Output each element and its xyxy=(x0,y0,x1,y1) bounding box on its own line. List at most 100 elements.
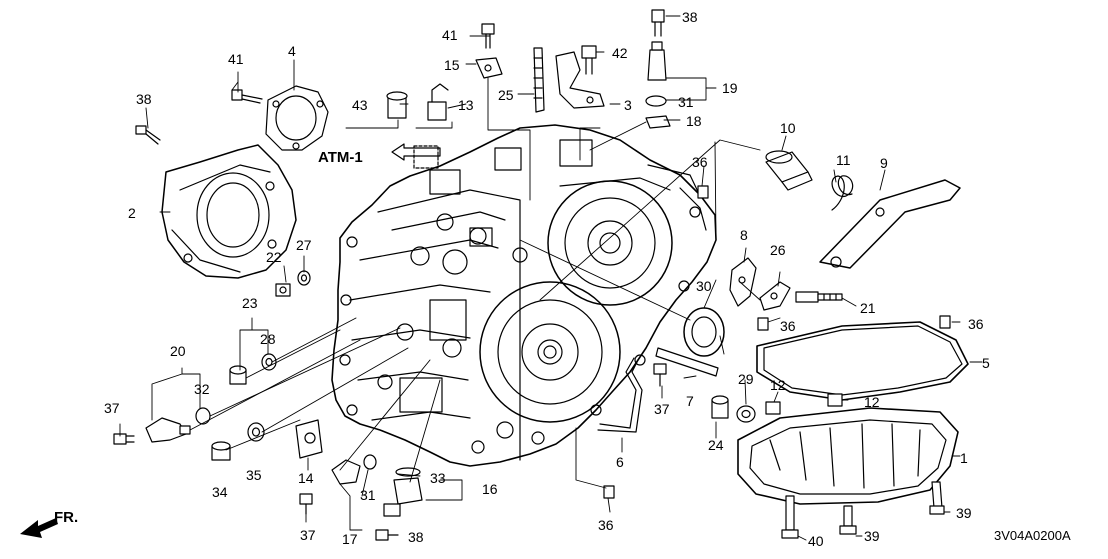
part-18-clip xyxy=(645,115,671,129)
callout-24: 24 xyxy=(708,437,724,453)
callout-1: 1 xyxy=(960,450,968,466)
part-2-side-cover xyxy=(161,144,297,279)
callout-4: 4 xyxy=(288,43,296,59)
callout-36d: 36 xyxy=(598,517,614,533)
part-1-oil-pan xyxy=(737,407,959,505)
callout-17: 17 xyxy=(342,531,358,547)
part-28-washer xyxy=(261,353,277,371)
atm-1-reference[interactable]: ATM-1 xyxy=(318,143,441,169)
part-37a-bolt xyxy=(113,433,135,445)
callout-27: 27 xyxy=(296,237,312,253)
part-27-washer xyxy=(297,270,311,286)
part-26-plate xyxy=(759,281,791,311)
part-43-breather xyxy=(386,91,408,119)
part-21-bolt xyxy=(795,291,843,303)
part-39a-bolt xyxy=(929,481,945,515)
callout-15: 15 xyxy=(444,57,460,73)
part-14-label xyxy=(295,419,323,459)
callout-42: 42 xyxy=(612,45,628,61)
part-36-dowel-pins xyxy=(603,185,951,499)
part-38a-bolt xyxy=(135,125,161,145)
callout-38a: 38 xyxy=(136,91,152,107)
callout-37a: 37 xyxy=(104,400,120,416)
part-12b-clip xyxy=(827,393,843,407)
callout-12b: 12 xyxy=(864,394,880,410)
callout-21: 21 xyxy=(860,300,876,316)
part-22-bolt xyxy=(275,283,291,297)
callout-36a: 36 xyxy=(692,154,708,170)
part-32-o-ring xyxy=(195,407,211,425)
callout-7: 7 xyxy=(686,393,694,409)
part-42-bolt xyxy=(581,45,597,75)
part-23-plug xyxy=(229,365,247,385)
part-17-sensor xyxy=(331,459,361,485)
callout-28: 28 xyxy=(260,331,276,347)
callout-36b: 36 xyxy=(780,318,796,334)
callout-9: 9 xyxy=(880,155,888,171)
callout-40: 40 xyxy=(808,533,824,549)
transmission-case xyxy=(331,124,717,467)
callout-41a: 41 xyxy=(228,51,244,67)
part-16-sensor xyxy=(383,477,423,517)
part-5-pan-gasket xyxy=(756,321,969,401)
callout-34: 34 xyxy=(212,484,228,500)
part-31a-o-ring xyxy=(645,95,667,107)
part-9-shift-arm xyxy=(819,179,961,269)
callout-5: 5 xyxy=(982,355,990,371)
part-20-sensor xyxy=(145,417,191,443)
callout-32: 32 xyxy=(194,381,210,397)
callout-38c: 38 xyxy=(408,529,424,545)
part-12a-clip xyxy=(765,401,781,415)
part-11-spring xyxy=(831,175,854,211)
part-39b-bolt xyxy=(839,505,857,535)
part-33-o-ring xyxy=(395,467,421,477)
callout-22: 22 xyxy=(266,249,282,265)
callout-31b: 31 xyxy=(360,487,376,503)
part-10-shaft xyxy=(765,150,813,191)
callout-26: 26 xyxy=(770,242,786,258)
callout-36c: 36 xyxy=(968,316,984,332)
part-24-plug xyxy=(711,395,729,419)
part-31b-o-ring xyxy=(363,454,377,470)
callout-14: 14 xyxy=(298,470,314,486)
callout-31a: 31 xyxy=(678,94,694,110)
callout-20: 20 xyxy=(170,343,186,359)
front-direction-label: FR. xyxy=(54,509,78,526)
callout-12a: 12 xyxy=(770,377,786,393)
part-41a-bolt xyxy=(231,89,263,104)
part-40-bolt xyxy=(781,495,799,539)
callout-43: 43 xyxy=(352,97,368,113)
front-direction-arrow: FR. xyxy=(20,509,78,538)
callout-3: 3 xyxy=(624,97,632,113)
part-8-bracket xyxy=(729,257,757,307)
callout-35: 35 xyxy=(246,467,262,483)
part-4-gasket xyxy=(265,85,329,151)
atm-1-label[interactable]: ATM-1 xyxy=(318,149,363,166)
callout-29: 29 xyxy=(738,371,754,387)
callout-39a: 39 xyxy=(956,505,972,521)
callout-2: 2 xyxy=(128,205,136,221)
part-13-breather xyxy=(427,83,449,121)
part-30-oil-seal xyxy=(683,307,725,357)
callout-23: 23 xyxy=(242,295,258,311)
part-6-tube xyxy=(597,357,643,433)
callout-30: 30 xyxy=(696,278,712,294)
part-37c-bolt xyxy=(653,363,667,387)
diagram-code: 3V04A0200A xyxy=(994,528,1071,543)
part-34-plug xyxy=(211,441,231,461)
callout-25: 25 xyxy=(498,87,514,103)
callout-33: 33 xyxy=(430,470,446,486)
callout-6: 6 xyxy=(616,454,624,470)
callout-11: 11 xyxy=(836,152,851,168)
callout-16: 16 xyxy=(482,481,498,497)
callout-38b: 38 xyxy=(682,9,698,25)
leader-lines xyxy=(119,15,983,541)
part-7-pipe xyxy=(655,347,719,377)
callout-8: 8 xyxy=(740,227,748,243)
callout-37c: 37 xyxy=(654,401,670,417)
callout-10: 10 xyxy=(780,120,796,136)
part-25-pin xyxy=(533,47,545,113)
callout-18: 18 xyxy=(686,113,702,129)
